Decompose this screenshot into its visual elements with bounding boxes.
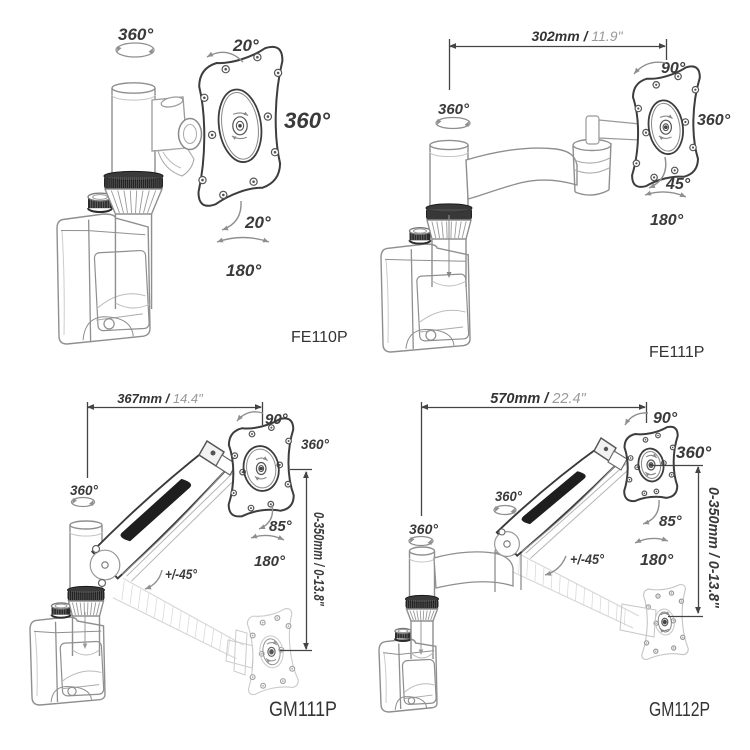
svg-text:GM111P: GM111P xyxy=(269,698,337,721)
svg-text:360°: 360° xyxy=(495,489,523,504)
svg-text:360°: 360° xyxy=(301,437,330,452)
svg-text:180°: 180° xyxy=(640,552,674,569)
svg-text:360°: 360° xyxy=(697,112,731,129)
svg-text:0-350mm / 0-13.8": 0-350mm / 0-13.8" xyxy=(310,512,326,607)
svg-text:360°: 360° xyxy=(438,101,470,118)
svg-text:90°: 90° xyxy=(265,411,289,428)
svg-text:+/-45°: +/-45° xyxy=(165,567,198,582)
svg-text:0-350mm / 0-13.8": 0-350mm / 0-13.8" xyxy=(705,487,721,609)
svg-text:GM112P: GM112P xyxy=(649,699,710,721)
svg-text:90°: 90° xyxy=(653,410,678,427)
svg-text:+/-45°: +/-45° xyxy=(570,551,604,567)
svg-text:45°: 45° xyxy=(665,176,691,193)
svg-text:360°: 360° xyxy=(70,483,99,498)
svg-text:180°: 180° xyxy=(254,553,286,570)
svg-text:90°: 90° xyxy=(661,60,686,77)
svg-text:85°: 85° xyxy=(269,518,293,535)
svg-text:367mm / 14.4": 367mm / 14.4" xyxy=(117,391,204,406)
svg-text:570mm / 22.4": 570mm / 22.4" xyxy=(490,391,586,407)
svg-text:20°: 20° xyxy=(232,36,259,55)
svg-text:360°: 360° xyxy=(676,443,711,462)
svg-text:FE111P: FE111P xyxy=(649,344,704,361)
svg-text:302mm / 11.9": 302mm / 11.9" xyxy=(531,28,623,44)
svg-text:360°: 360° xyxy=(284,108,330,133)
svg-text:180°: 180° xyxy=(650,212,684,229)
svg-text:360°: 360° xyxy=(118,25,153,44)
svg-text:85°: 85° xyxy=(659,513,683,530)
svg-text:360°: 360° xyxy=(409,521,438,537)
svg-text:20°: 20° xyxy=(244,213,271,232)
svg-text:FE110P: FE110P xyxy=(291,329,348,346)
svg-text:180°: 180° xyxy=(226,261,261,280)
